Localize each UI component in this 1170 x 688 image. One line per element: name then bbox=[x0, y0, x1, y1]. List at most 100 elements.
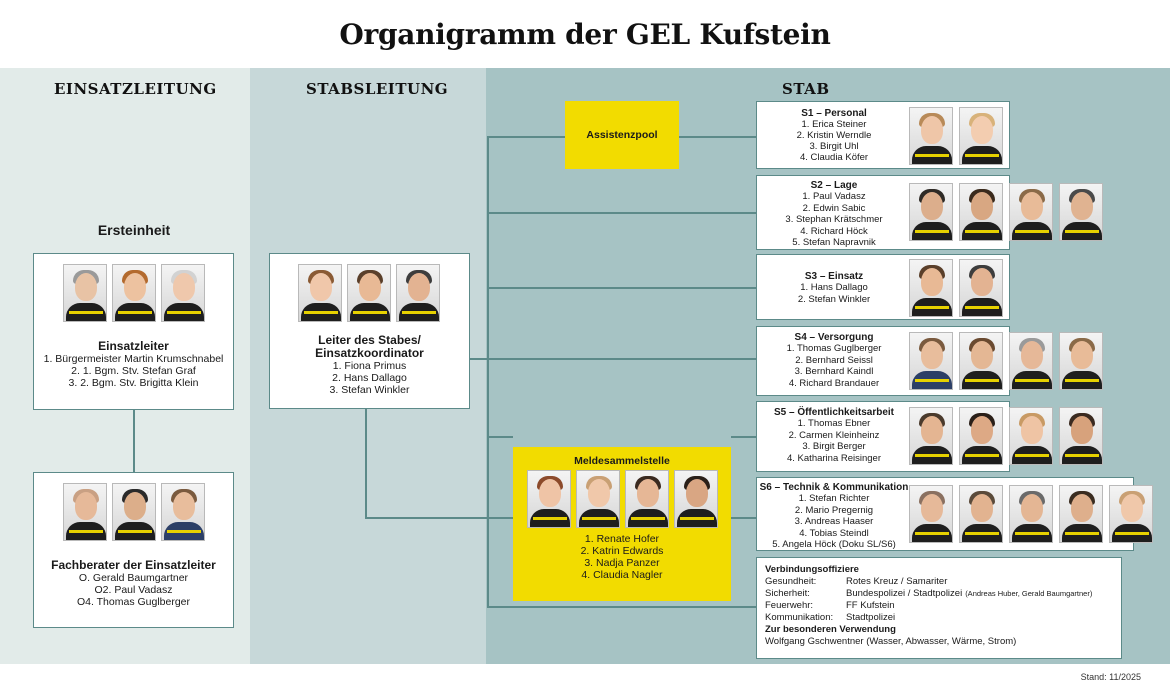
member-name: 3. 2. Bgm. Stv. Brigitta Klein bbox=[68, 377, 199, 389]
meldesammelstelle-title: Meldesammelstelle bbox=[574, 455, 670, 467]
column-heading-stab: STAB bbox=[782, 80, 830, 98]
connector-line bbox=[487, 436, 513, 438]
page-title: Organigramm der GEL Kufstein bbox=[339, 18, 831, 51]
photo-row bbox=[909, 485, 1153, 543]
stab-title: S5 – Öffentlichkeitsarbeit bbox=[773, 407, 895, 418]
member-name: 4. Richard Brandauer bbox=[788, 377, 880, 389]
ersteinheit-label: Ersteinheit bbox=[97, 222, 171, 238]
column-heading-stabsleitung: STABSLEITUNG bbox=[306, 80, 449, 98]
person-photo bbox=[909, 259, 953, 317]
person-photo bbox=[1009, 407, 1053, 465]
photo-row bbox=[909, 407, 1103, 465]
person-photo bbox=[959, 259, 1003, 317]
connector-line bbox=[731, 436, 756, 438]
vo-key: Sicherheit: bbox=[765, 588, 810, 599]
person-photo bbox=[959, 107, 1003, 165]
person-photo bbox=[1009, 485, 1053, 543]
connector-line bbox=[470, 358, 756, 360]
member-name: 3. Bernhard Kaindl bbox=[794, 366, 874, 377]
stab-box-s4: S4 – Versorgung 1. Thomas Guglberger 2. … bbox=[756, 326, 1103, 396]
member-name: 3. Nadja Panzer bbox=[584, 557, 660, 569]
person-photo bbox=[112, 264, 156, 322]
column-heading-einsatzleitung: EINSATZLEITUNG bbox=[54, 80, 217, 98]
member-name: 2. Bernhard Seissl bbox=[795, 354, 873, 366]
member-name: 3. Stephan Krätschmer bbox=[785, 214, 883, 225]
vo-note: (Andreas Huber, Gerald Baumgartner) bbox=[965, 589, 1093, 598]
connector-line bbox=[487, 136, 489, 607]
vo-value: Bundespolizei / Stadtpolizei bbox=[846, 588, 963, 599]
photo-row bbox=[909, 259, 1003, 317]
stab-box-s1: S1 – Personal 1. Erica Steiner 2. Kristi… bbox=[756, 101, 1010, 169]
stabsleitung-title: Leiter des Stabes/ Einsatzkoordinator bbox=[315, 333, 424, 360]
member-name: O2. Paul Vadasz bbox=[94, 584, 173, 596]
connector-line bbox=[679, 136, 756, 138]
stab-title: S4 – Versorgung bbox=[794, 332, 874, 343]
stab-title: S2 – Lage bbox=[810, 180, 858, 191]
stabsleitung-box: Leiter des Stabes/ Einsatzkoordinator 1.… bbox=[269, 253, 470, 409]
photo-row bbox=[909, 332, 1103, 390]
vo-value: Stadtpolizei bbox=[846, 612, 896, 623]
stab-box-s2: S2 – Lage 1. Paul Vadasz 2. Edwin Sabic … bbox=[756, 175, 1103, 250]
special-text: Wolfgang Gschwentner (Wasser, Abwasser, … bbox=[765, 636, 1017, 647]
person-photo bbox=[909, 332, 953, 390]
person-photo bbox=[1059, 407, 1103, 465]
person-photo bbox=[625, 470, 669, 528]
person-photo bbox=[1009, 332, 1053, 390]
connector-line bbox=[133, 410, 135, 472]
member-name: 4. Katharina Reisinger bbox=[787, 452, 881, 464]
person-photo bbox=[909, 407, 953, 465]
person-photo bbox=[396, 264, 440, 322]
meldesammelstelle-box: Meldesammelstelle 1. Renate Hofer 2. Kat… bbox=[513, 447, 731, 601]
connector-line bbox=[365, 409, 367, 518]
member-name: 1. Bürgermeister Martin Krumschnabel bbox=[43, 353, 224, 365]
connector-line bbox=[487, 606, 756, 608]
member-name: 3. Andreas Haaser bbox=[794, 516, 874, 527]
member-name: 5. Angela Höck (Doku SL/S6) bbox=[772, 539, 896, 550]
stab-box-s3: S3 – Einsatz 1. Hans Dallago 2. Stefan W… bbox=[756, 254, 1010, 320]
vo-key: Gesundheit: bbox=[765, 576, 817, 587]
person-photo bbox=[527, 470, 571, 528]
photo-row bbox=[909, 183, 1103, 241]
member-name: 2. 1. Bgm. Stv. Stefan Graf bbox=[71, 365, 196, 377]
stab-title: S1 – Personal bbox=[801, 108, 867, 119]
stab-box-s6: S6 – Technik & Kommunikation 1. Stefan R… bbox=[756, 477, 1153, 551]
person-photo bbox=[909, 107, 953, 165]
connector-line bbox=[487, 287, 756, 289]
einsatzleiter-box: Einsatzleiter 1. Bürgermeister Martin Kr… bbox=[33, 253, 234, 410]
connector-line bbox=[731, 517, 756, 519]
vo-row: Sicherheit: Bundespolizei / Stadtpolizei… bbox=[765, 588, 1113, 600]
person-photo bbox=[576, 470, 620, 528]
member-name: 3. Birgit Berger bbox=[802, 441, 866, 452]
vo-row: Kommunikation: Stadtpolizei bbox=[765, 612, 1113, 624]
connector-line bbox=[487, 136, 565, 138]
member-name: 1. Thomas Ebner bbox=[797, 418, 871, 429]
member-name: O. Gerald Baumgartner bbox=[78, 572, 189, 584]
connector-line bbox=[365, 517, 513, 519]
vo-key: Feuerwehr: bbox=[765, 600, 814, 611]
vo-row: Gesundheit: Rotes Kreuz / Samariter bbox=[765, 576, 1113, 588]
person-photo bbox=[1109, 485, 1153, 543]
member-name: 4. Claudia Nagler bbox=[581, 569, 663, 581]
person-photo bbox=[161, 264, 205, 322]
person-photo bbox=[1059, 332, 1103, 390]
stab-title: S6 – Technik & Kommunikation bbox=[759, 482, 909, 493]
vo-value: FF Kufstein bbox=[846, 600, 895, 611]
stab-box-s5: S5 – Öffentlichkeitsarbeit 1. Thomas Ebn… bbox=[756, 401, 1103, 472]
member-name: 2. Hans Dallago bbox=[332, 372, 407, 384]
vo-key: Kommunikation: bbox=[765, 612, 834, 623]
vo-value: Rotes Kreuz / Samariter bbox=[846, 576, 948, 587]
person-photo bbox=[1059, 183, 1103, 241]
member-name: 1. Stefan Richter bbox=[798, 493, 870, 504]
photo-row bbox=[63, 483, 205, 541]
stand-date: Stand: 11/2025 bbox=[1080, 672, 1141, 682]
member-name: 1. Paul Vadasz bbox=[802, 191, 866, 202]
member-name: 4. Claudia Köfer bbox=[799, 152, 869, 163]
member-name: 2. Carmen Kleinheinz bbox=[788, 429, 880, 441]
person-photo bbox=[909, 485, 953, 543]
member-name: 1. Renate Hofer bbox=[584, 533, 660, 545]
verbindungsoffiziere-box: Verbindungsoffiziere Gesundheit: Rotes K… bbox=[756, 557, 1122, 659]
assistenzpool-label: Assistenzpool bbox=[586, 128, 658, 141]
person-photo bbox=[1009, 183, 1053, 241]
person-photo bbox=[161, 483, 205, 541]
fachberater-title: Fachberater der Einsatzleiter bbox=[51, 558, 216, 572]
